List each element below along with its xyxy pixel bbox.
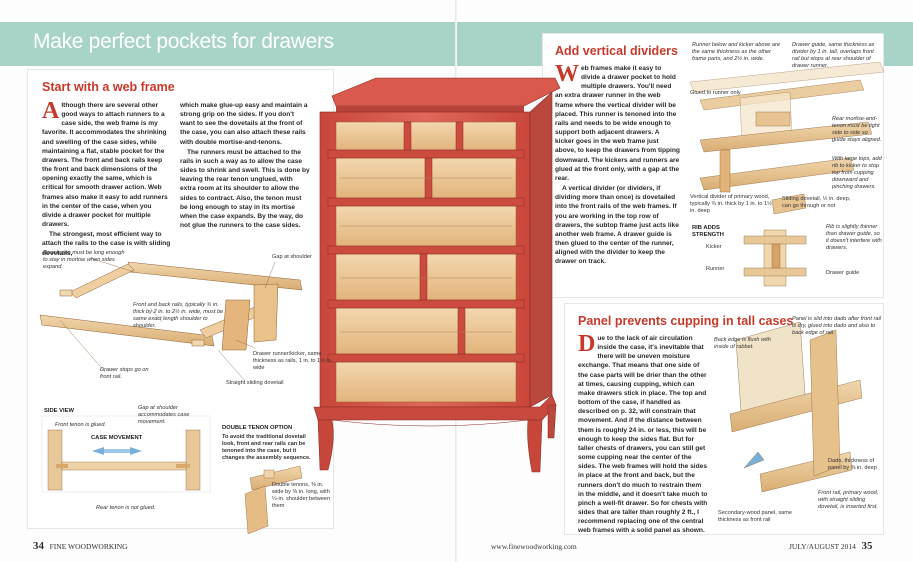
caption-secondary-panel: Secondary-wood panel, same thickness as … <box>718 510 793 523</box>
caption-kicker: Kicker <box>706 244 722 250</box>
panel-article-heading: Panel prevents cupping in tall cases <box>578 314 794 328</box>
web-frame-illustration <box>39 261 303 351</box>
caption-runner: Runner <box>706 266 725 272</box>
caption-drawer-guide-top: Drawer guide, same thickness as divider … <box>792 42 875 69</box>
caption-wide-tops: With large tops, add rib to kicker to st… <box>832 156 882 190</box>
caption-double-tenon-text: To avoid the traditional dovetail look, … <box>222 434 311 461</box>
caption-front-back-rails: Front and back rails, typically ¾ in. th… <box>133 302 224 329</box>
caption-runner-kicker: Drawer runner/kicker, same thickness as … <box>253 351 333 371</box>
caption-gap-accommodates: Gap at shoulder accommodates case moveme… <box>138 405 190 425</box>
caption-dado: Dado, thickness of panel by ⅜ in. deep <box>828 458 877 471</box>
caption-rib-thinner: Rib is slightly thinner than drawer guid… <box>826 224 882 251</box>
magazine-name: FINE WOODWORKING <box>49 542 128 551</box>
dropcap-d: D <box>578 331 596 357</box>
caption-rear-tenon-long: Rear tenon must be long enough to stay i… <box>43 250 125 270</box>
paragraph: The runners must be attached to the rail… <box>180 148 310 230</box>
panel-illustration <box>729 321 863 493</box>
page-title: Make perfect pockets for drawers <box>33 30 334 53</box>
page-number-right: 35 <box>861 540 873 552</box>
caption-vertical-divider: Vertical divider of primary wood, typica… <box>690 194 772 214</box>
left-article-heading: Start with a web frame <box>42 80 175 94</box>
folio-left: 34 FINE WOODWORKING <box>33 540 128 552</box>
side-view-illustration <box>41 415 211 493</box>
caption-sliding-dovetail: Sliding dovetail, ½ in. deep, can go thr… <box>782 196 851 209</box>
caption-panel-slid: Panel is slid into dado after front rail… <box>792 316 881 336</box>
folio-right: JULY/AUGUST 2014 35 <box>789 540 872 552</box>
paragraph: eb frames make it easy to divide a drawe… <box>555 65 680 182</box>
caption-gap-shoulder: Gap at shoulder <box>272 254 312 260</box>
caption-rear-not-glued: Rear tenon is not glued. <box>96 505 156 511</box>
left-article-col2: which make glue-up easy and maintain a s… <box>180 101 310 231</box>
label-double-tenon: DOUBLE TENON OPTION <box>222 425 293 431</box>
leader-lines <box>59 257 276 382</box>
caption-front-tenon-glued: Front tenon is glued. <box>55 422 106 428</box>
caption-drawer-stops: Drawer stops go on front rail. <box>100 367 149 380</box>
issue-date: JULY/AUGUST 2014 <box>789 542 856 551</box>
dropcap-a: A <box>42 98 60 124</box>
paragraph: lthough there are several other good way… <box>42 102 168 229</box>
caption-front-rail: Front rail, primary wood, with straight … <box>818 490 879 510</box>
dividers-illustration <box>689 61 885 287</box>
paragraph: A vertical divider (or dividers, if divi… <box>555 185 679 266</box>
caption-drawer-guide: Drawer guide <box>826 270 860 276</box>
label-rib-adds: RIB ADDS STRENGTH <box>692 225 724 238</box>
label-case-movement: CASE MOVEMENT <box>91 435 143 441</box>
paragraph: which make glue-up easy and maintain a s… <box>180 102 308 146</box>
caption-runner-below: Runner below and kicker above are the sa… <box>692 42 780 62</box>
caption-double-tenons: Double tenons, ⅜ in. wide by ⅜ in. long,… <box>272 482 331 509</box>
folio-url: www.finewoodworking.com <box>491 542 577 551</box>
paragraph: ue to the lack of air circulation inside… <box>578 335 708 535</box>
page-number-left: 34 <box>33 540 44 552</box>
paragraph: The strongest, most efficient way to att… <box>42 231 171 257</box>
caption-straight-dovetail: Straight sliding dovetail <box>226 380 284 386</box>
caption-rear-mortise: Rear mortise-and-tenon must be tight sid… <box>832 116 882 143</box>
caption-back-edge: Back edge is flush with inside of rabbet… <box>714 337 771 350</box>
caption-glued-runner-only: Glued to runner only <box>690 90 741 96</box>
chest-of-drawers-illustration <box>313 77 561 473</box>
double-tenon-illustration <box>244 465 303 535</box>
dividers-heading: Add vertical dividers <box>555 44 678 58</box>
label-side-view: SIDE VIEW <box>44 408 74 414</box>
dropcap-w: W <box>555 61 579 87</box>
